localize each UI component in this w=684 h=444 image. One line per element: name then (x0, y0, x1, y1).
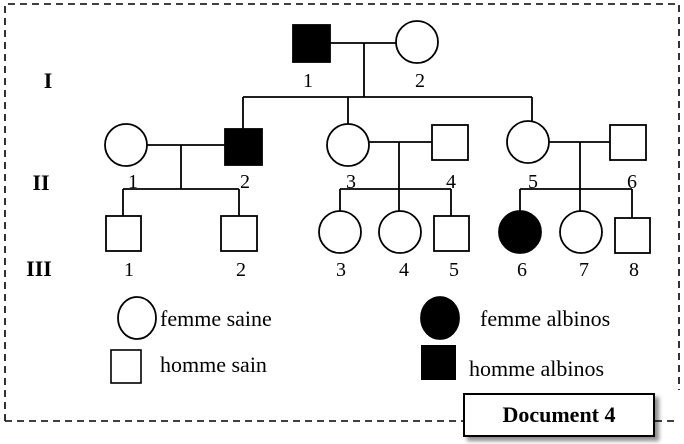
individual-II-4-healthy-male (431, 124, 469, 161)
individual-number: 6 (517, 259, 527, 281)
individual-number: 3 (336, 259, 346, 281)
individual-III-5-healthy-male (433, 215, 470, 252)
individual-II-2-affected-male (224, 128, 263, 166)
individual-III-2-healthy-male (220, 215, 258, 252)
individual-number: 2 (415, 70, 425, 92)
legend-healthy-female-icon (117, 296, 157, 340)
individual-number: 1 (124, 259, 134, 281)
document-label: Document 4 (463, 393, 655, 437)
individual-number: 4 (446, 171, 456, 193)
individual-number: 8 (629, 259, 639, 281)
legend-healthy-female-label: femme saine (160, 306, 272, 331)
individual-I-1-affected-male (292, 24, 331, 63)
legend-affected-male-label: homme albinos (469, 356, 604, 381)
individual-II-5-healthy-female (506, 120, 550, 164)
individual-II-6-healthy-male (609, 124, 647, 161)
legend-affected-male-icon (421, 345, 456, 380)
generation-label-II: II (32, 170, 49, 195)
individual-III-8-healthy-male (614, 217, 651, 254)
individual-number: 5 (528, 171, 538, 193)
legend-healthy-male-label: homme sain (160, 352, 267, 377)
individual-III-1-healthy-male (105, 215, 142, 252)
individual-number: 4 (399, 259, 409, 281)
dashed-frame (4, 3, 680, 421)
individual-number: 1 (128, 171, 138, 193)
individual-II-3-healthy-female (326, 123, 370, 167)
legend-affected-female-label: femme albinos (480, 306, 610, 331)
individual-number: 1 (303, 70, 313, 92)
individual-number: 2 (236, 259, 246, 281)
generation-label-I: I (44, 68, 53, 93)
individual-III-3-healthy-female (318, 210, 362, 254)
legend-affected-female-icon (420, 296, 460, 340)
individual-III-6-affected-female (498, 210, 542, 254)
individual-number: 5 (449, 259, 459, 281)
generation-label-III: III (26, 256, 52, 281)
legend-healthy-male-icon (110, 349, 142, 384)
individual-number: 3 (346, 171, 356, 193)
individual-number: 2 (240, 171, 250, 193)
individual-number: 6 (627, 171, 637, 193)
individual-III-4-healthy-female (378, 210, 422, 254)
individual-II-1-healthy-female (104, 123, 148, 167)
individual-number: 7 (579, 259, 589, 281)
individual-III-7-healthy-female (559, 210, 603, 254)
individual-I-2-healthy-female (395, 20, 439, 64)
